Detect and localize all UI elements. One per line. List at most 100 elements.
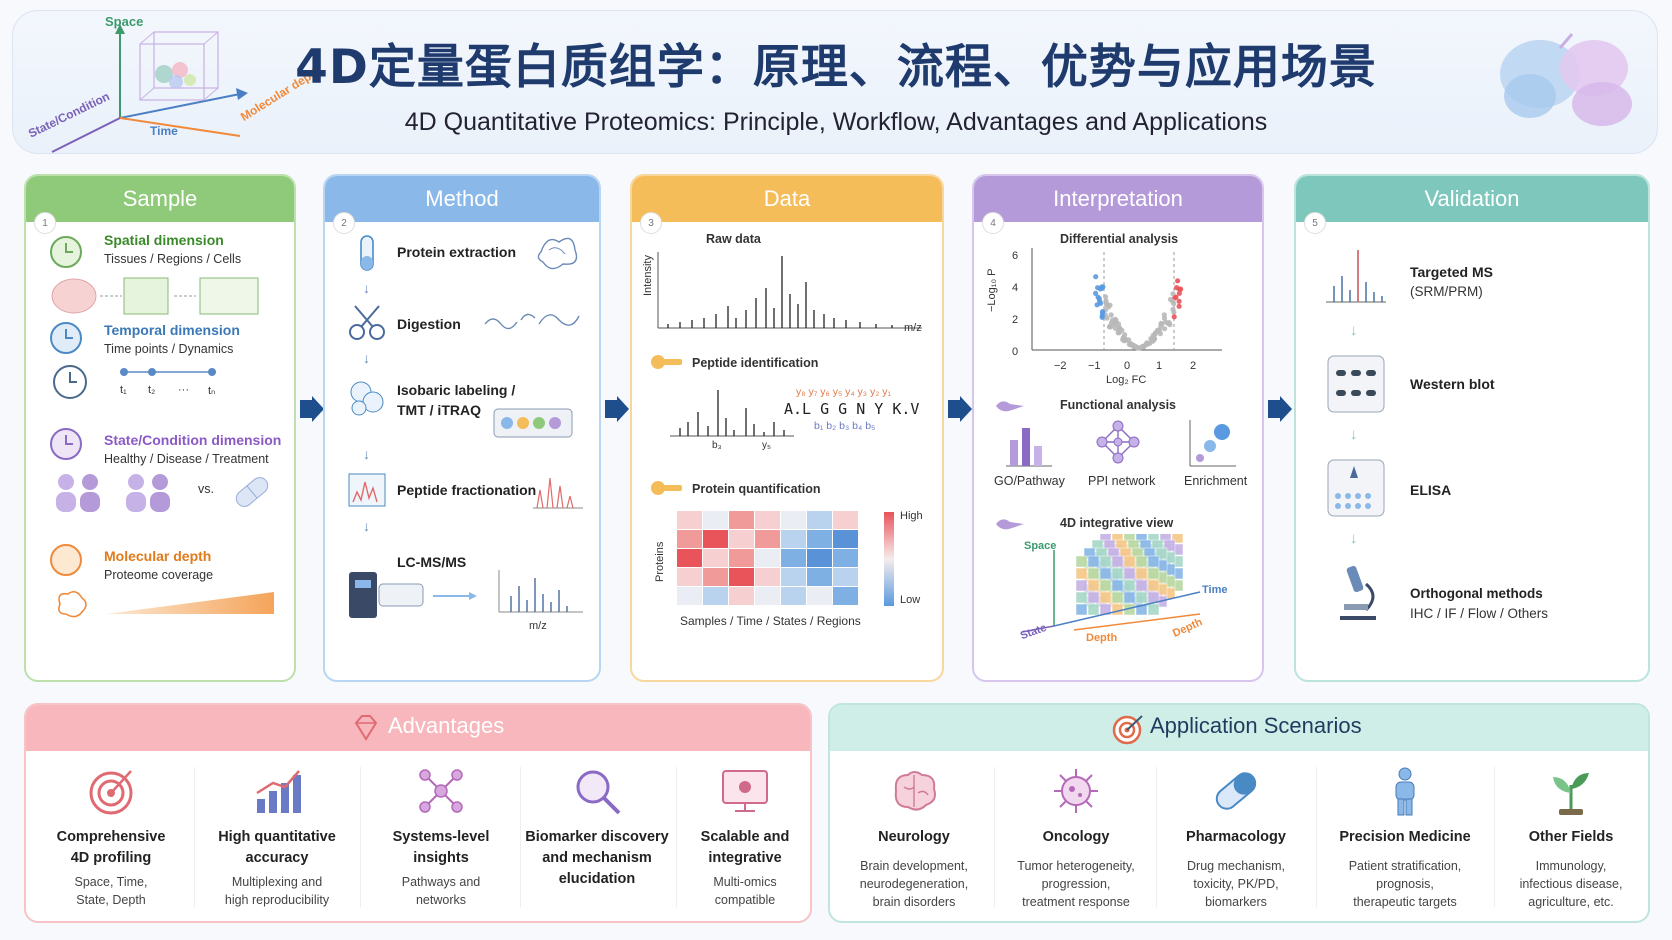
fragment-label-y5: y₅ [762, 440, 772, 451]
axis-label-space: Space [105, 14, 144, 29]
flow-arrow-4 [1268, 396, 1292, 422]
samples-axis-label: Samples / Time / States / Regions [680, 614, 861, 628]
elisa-title: ELISA [1410, 482, 1452, 498]
monitor-icon [722, 770, 768, 812]
enrichment-label: Enrichment [1184, 474, 1248, 488]
page-subtitle-en: 4D Quantitative Proteomics: Principle, W… [404, 108, 1268, 136]
microscope-icon [1340, 565, 1376, 620]
volcano-xtick-m2: −2 [1054, 360, 1067, 372]
advantages-title: Advantages [388, 713, 505, 738]
intensity-axis-label: Intensity [642, 255, 654, 296]
page-title-zh: 4D定量蛋白质组学：原理、流程、优势与应用场景 [295, 40, 1377, 95]
cube-label-depth-1: Depth [1086, 632, 1118, 644]
heatmap-color-scale [884, 512, 894, 606]
targeted-ms-title: Targeted MS [1410, 264, 1493, 280]
differential-analysis-title: Differential analysis [1060, 232, 1179, 246]
method-step-digestion: Digestion [397, 316, 461, 332]
volcano-xtick-1: 1 [1156, 360, 1163, 372]
flask-icon [996, 519, 1024, 530]
ppi-network-icon [1096, 420, 1140, 464]
stage-title-method: Method [325, 176, 599, 222]
peptide-sequence: A.L G G N Y K.V [784, 400, 920, 418]
applications-title: Application Scenarios [1150, 713, 1362, 738]
state-clock-icon [50, 428, 82, 460]
test-tube-icon [360, 235, 374, 271]
method-mz-label: m/z [529, 620, 547, 632]
4d-cube-illustration [1021, 534, 1201, 633]
method-step-tmt-itraq: TMT / iTRAQ [397, 402, 481, 418]
stage-number-badge: 2 [333, 212, 355, 234]
stage-card-interpretation: Interpretation 4 Differential analysis −… [972, 174, 1264, 682]
flow-arrow-2 [605, 396, 629, 422]
virus-cell-icon [1054, 769, 1098, 813]
versus-label: vs. [198, 482, 214, 496]
network-icon [419, 769, 463, 813]
clock-icon [50, 236, 82, 268]
4d-integrative-title: 4D integrative view [1060, 516, 1174, 530]
stage-number-badge: 3 [640, 212, 662, 234]
targeted-ms-spectrum-icon [1326, 250, 1386, 303]
pill-icon [235, 477, 269, 507]
stage-card-sample: Sample 1 Spatial dimension Tissues / Reg… [24, 174, 296, 682]
peptides-icon [484, 313, 580, 330]
volcano-plot [1031, 248, 1222, 351]
fragment-spectrum [670, 390, 794, 437]
method-step-peptide-fractionation: Peptide fractionation [397, 482, 537, 498]
flow-arrow-1 [300, 396, 324, 422]
raw-mz-label: m/z [904, 322, 922, 334]
volcano-ytick-6: 6 [1012, 250, 1019, 262]
volcano-xlabel: Log₂ FC [1106, 374, 1147, 386]
stage-title-interpretation: Interpretation [974, 176, 1262, 222]
timeline-illustration [120, 368, 216, 376]
method-step-isobaric-labeling: Isobaric labeling / [397, 382, 516, 398]
protein-quantification-title: Protein quantification [692, 482, 821, 496]
protein-structure-illustration [1500, 33, 1632, 126]
stage-card-data: Data 3 Raw data Intensity m/z Peptide id… [630, 174, 944, 682]
western-blot-icon [1327, 355, 1385, 413]
raw-data-title: Raw data [706, 232, 761, 246]
western-blot-title: Western blot [1410, 376, 1495, 392]
volcano-ytick-0: 0 [1012, 346, 1019, 358]
people-groups-icon [56, 474, 170, 512]
quantification-heatmap [677, 511, 858, 605]
stage-card-method: Method 2 Protein extraction ↓ Digestion … [323, 174, 601, 682]
scale-low-label: Low [900, 594, 921, 606]
enrichment-bubble-icon [1189, 420, 1236, 467]
volcano-xtick-m1: −1 [1088, 360, 1101, 372]
coverage-gradient-bar [106, 592, 274, 614]
go-pathway-bar-icon [1006, 428, 1052, 467]
volcano-ytick-2: 2 [1012, 314, 1019, 326]
stage-title-validation: Validation [1296, 176, 1648, 222]
spatial-dimension-subtitle: Tissues / Regions / Cells [104, 252, 242, 266]
proteins-axis-label: Proteins [654, 541, 666, 582]
key-icon [651, 481, 682, 495]
volcano-ylabel: −Log₁₀ P [986, 268, 998, 312]
time-label-ellipsis: ··· [178, 384, 189, 396]
b-ion-labels: b₁ b₂ b₃ b₄ b₅ [814, 420, 876, 432]
molecular-depth-title: Molecular depth [104, 548, 212, 564]
magnifier-icon [576, 770, 621, 815]
4d-axes-illustration [51, 24, 248, 153]
ms-spectrum-icon [498, 570, 583, 613]
state-dimension-title: State/Condition dimension [104, 432, 282, 448]
protein-tangle-icon [537, 237, 578, 270]
volcano-xtick-2: 2 [1190, 360, 1197, 372]
mass-spectrometer-icon [349, 572, 477, 618]
time-clock-icon [50, 322, 82, 354]
fragment-label-b3: b₃ [712, 440, 722, 451]
cube-label-time: Time [1202, 584, 1228, 596]
targeted-ms-subtitle: (SRM/PRM) [1410, 284, 1483, 299]
capsule-icon [1215, 772, 1257, 810]
stage-number-badge: 1 [34, 212, 56, 234]
y-ion-labels: y₈ y₇ y₆ y₅ y₄ y₃ y₂ y₁ [796, 386, 892, 398]
method-step-lc-msms: LC-MS/MS [397, 554, 467, 570]
labeling-icon [350, 381, 384, 416]
plant-sprout-icon [1553, 773, 1589, 815]
tmt-plate-icon [493, 408, 573, 438]
tissue-regions-illustration [51, 277, 259, 315]
stage-card-validation: Validation 5 Targeted MS (SRM/PRM) ↓ Wes… [1294, 174, 1650, 682]
